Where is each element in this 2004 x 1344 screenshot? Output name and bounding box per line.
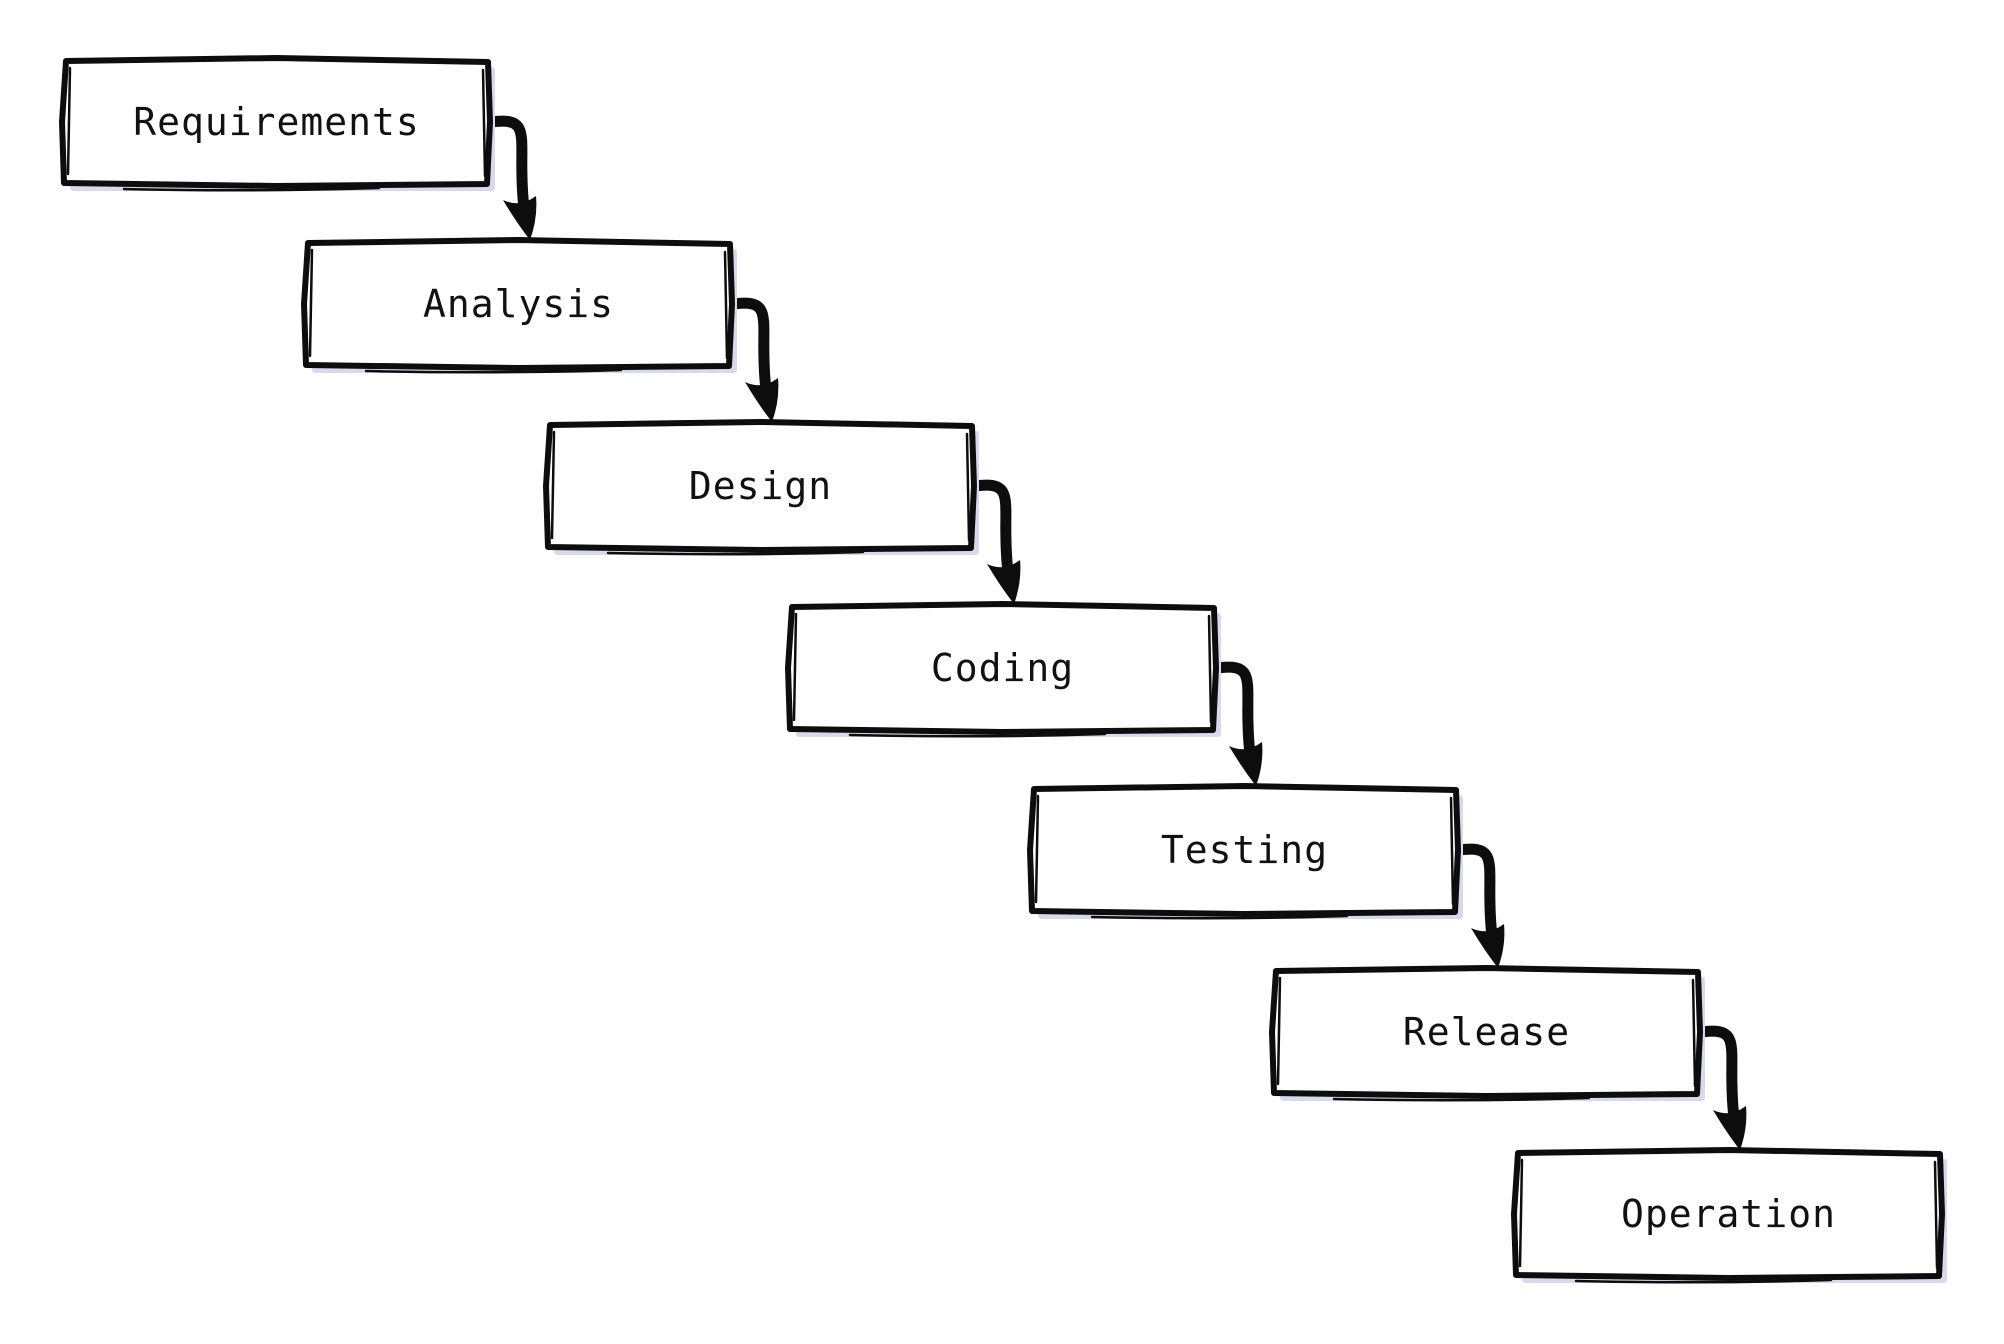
arrow-head [503, 196, 537, 240]
stage-fill [790, 606, 1215, 730]
arrow-requirements-to-analysis [485, 115, 537, 240]
stage-outline [1511, 1147, 1945, 1281]
stage-label-release: Release [1403, 1010, 1570, 1054]
stage-label-testing: Testing [1161, 828, 1328, 872]
stage-outline [785, 601, 1219, 735]
stage-sketch-line [1449, 796, 1455, 906]
stage-sketch-line [1034, 794, 1040, 904]
stage-outline [1269, 965, 1703, 1099]
stage-fill [1032, 788, 1457, 912]
stage-sketch-line [1332, 1096, 1591, 1102]
stage-sketch-line [364, 368, 623, 374]
stage-label-coding: Coding [931, 646, 1074, 690]
stage-label-operation: Operation [1621, 1192, 1836, 1236]
arrow-shaft [727, 297, 772, 396]
stage-sketch-line [848, 732, 1107, 738]
arrow-testing-to-release [1453, 843, 1505, 968]
stage-sketch-line [1933, 1160, 1939, 1270]
stage-sketch-line [308, 248, 314, 358]
stage-sketch-line [723, 250, 729, 360]
stage-box-coding: Coding [785, 601, 1221, 738]
stage-box-requirements: Requirements [59, 55, 495, 192]
stage-fill [306, 242, 731, 366]
stage-sketch-line [66, 66, 72, 176]
stage-box-testing: Testing [1027, 783, 1463, 920]
stage-sketch-line [550, 430, 556, 540]
stage-label-design: Design [689, 464, 832, 508]
stage-box-operation: Operation [1511, 1147, 1947, 1284]
stage-sketch-line [606, 550, 865, 556]
stage-sketch-line [481, 68, 487, 178]
stage-box-analysis: Analysis [301, 237, 737, 374]
arrow-shaft [1453, 843, 1498, 942]
stage-outline [301, 237, 735, 371]
arrow-head [987, 560, 1021, 604]
stage-sketch-line [965, 432, 971, 542]
stage-fill [1274, 970, 1699, 1094]
arrow-shaft [1211, 661, 1256, 760]
stage-outline [1027, 783, 1461, 917]
stage-sketch-line [1207, 614, 1213, 724]
arrow-coding-to-testing [1211, 661, 1263, 786]
arrow-head [1713, 1106, 1747, 1150]
stage-sketch-line [1090, 914, 1349, 920]
arrow-shaft [1695, 1025, 1740, 1124]
arrow-analysis-to-design [727, 297, 779, 422]
stage-label-requirements: Requirements [133, 100, 420, 144]
stage-label-analysis: Analysis [423, 282, 614, 326]
arrow-shaft [969, 479, 1014, 578]
stage-sketch-line [1518, 1158, 1524, 1268]
stage-sketch-line [1276, 976, 1282, 1086]
stage-sketch-line [1691, 978, 1697, 1088]
stage-outline [543, 419, 977, 553]
arrow-design-to-coding [969, 479, 1021, 604]
arrow-shaft [485, 115, 530, 214]
stage-outline [59, 55, 493, 189]
stage-sketch-line [122, 186, 381, 192]
stages-layer: RequirementsAnalysisDesignCodingTestingR… [59, 55, 1947, 1284]
edges-layer [485, 115, 1747, 1150]
stage-fill [1516, 1152, 1941, 1276]
arrow-release-to-operation [1695, 1025, 1747, 1150]
arrow-head [745, 378, 779, 422]
stage-box-release: Release [1269, 965, 1705, 1102]
arrow-head [1229, 742, 1263, 786]
arrow-head [1471, 924, 1505, 968]
stage-sketch-line [792, 612, 798, 722]
stage-fill [64, 60, 489, 184]
stage-box-design: Design [543, 419, 979, 556]
stage-sketch-line [1574, 1278, 1833, 1284]
stage-fill [548, 424, 973, 548]
